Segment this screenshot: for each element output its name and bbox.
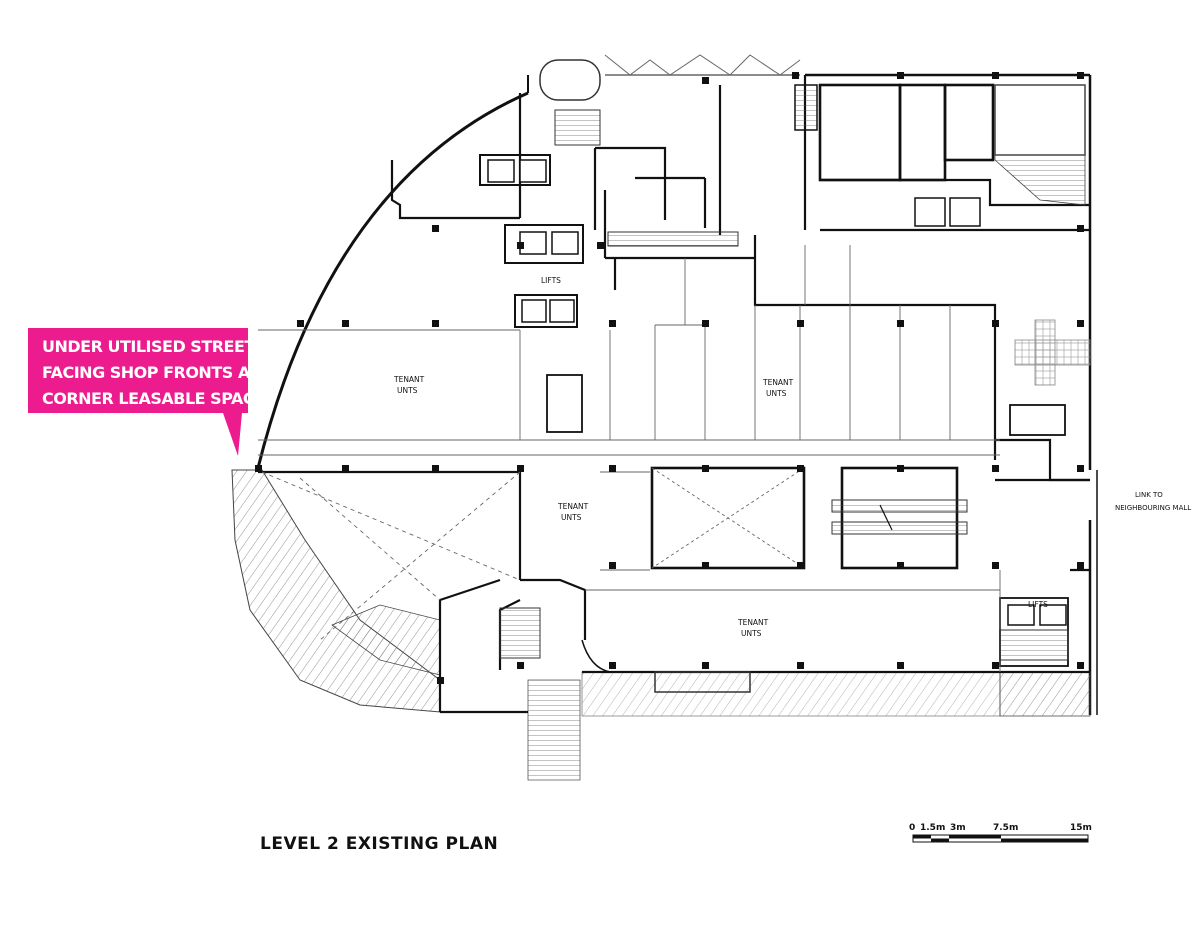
stairs — [499, 59, 1091, 693]
column — [797, 465, 804, 472]
column — [609, 662, 616, 669]
column — [342, 320, 349, 327]
column — [897, 662, 904, 669]
callout: UNDER UTILISED STREET FACING SHOP FRONTS… — [28, 328, 276, 456]
scale-tick-1: 1.5m — [920, 823, 945, 833]
column — [797, 562, 804, 569]
callout-line-1: UNDER UTILISED STREET — [42, 337, 255, 356]
tenant-nw-label-2: UNTS — [397, 386, 418, 395]
columns — [255, 72, 1084, 684]
column — [702, 465, 709, 472]
tenant-south-label-1: TENANT — [737, 618, 769, 627]
column — [432, 225, 439, 232]
column — [797, 320, 804, 327]
interior-lines — [258, 245, 1001, 672]
scale-tick-3: 7.5m — [993, 823, 1018, 833]
column — [437, 677, 444, 684]
room-labels: TENANT UNTS TENANT UNTS TENANT UNTS TENA… — [393, 276, 1191, 638]
column — [897, 562, 904, 569]
column — [1077, 662, 1084, 669]
tenant-nw-label-1: TENANT — [393, 375, 425, 384]
column — [702, 562, 709, 569]
facade-hatch — [231, 469, 1091, 781]
column — [297, 320, 304, 327]
column — [1077, 465, 1084, 472]
column — [597, 242, 604, 249]
column — [432, 320, 439, 327]
column — [517, 242, 524, 249]
column — [517, 662, 524, 669]
plan-title: LEVEL 2 EXISTING PLAN — [260, 834, 499, 854]
column — [897, 465, 904, 472]
column — [992, 662, 999, 669]
canopy — [604, 54, 801, 76]
column — [342, 465, 349, 472]
column — [1077, 320, 1084, 327]
tenant-ne-label-2: UNTS — [766, 389, 787, 398]
tenant-ne-label-1: TENANT — [762, 378, 794, 387]
column — [992, 562, 999, 569]
lift-cars — [487, 159, 1067, 626]
tenant-center-label-2: UNTS — [561, 513, 582, 522]
tenant-south-label-2: UNTS — [741, 629, 762, 638]
column — [609, 562, 616, 569]
link-label-2: NEIGHBOURING MALL — [1115, 504, 1191, 512]
column — [897, 72, 904, 79]
column — [897, 320, 904, 327]
column — [432, 465, 439, 472]
scale-bar: 0 1.5m 3m 7.5m 15m — [909, 823, 1092, 843]
column — [1077, 562, 1084, 569]
column — [792, 72, 799, 79]
lifts-upper-label: LIFTS — [541, 276, 561, 285]
column — [702, 320, 709, 327]
column — [609, 465, 616, 472]
tenant-center-label-1: TENANT — [557, 502, 589, 511]
callout-line-3: CORNER LEASABLE SPACE — [42, 389, 265, 408]
column — [609, 320, 616, 327]
column — [517, 465, 524, 472]
link-label-1: LINK TO — [1135, 491, 1163, 499]
column — [992, 72, 999, 79]
scale-tick-4: 15m — [1070, 823, 1092, 833]
column — [702, 77, 709, 84]
building-outline — [256, 73, 1098, 715]
escalators — [831, 499, 968, 535]
column — [992, 465, 999, 472]
callout-line-2: FACING SHOP FRONTS AND — [42, 363, 276, 382]
column — [992, 320, 999, 327]
column — [255, 465, 262, 472]
column — [702, 662, 709, 669]
column — [797, 662, 804, 669]
scale-tick-2: 3m — [950, 823, 966, 833]
column — [1077, 225, 1084, 232]
scale-tick-0: 0 — [909, 823, 915, 833]
column — [1077, 72, 1084, 79]
lifts-lower-label: LIFTS — [1028, 600, 1048, 609]
